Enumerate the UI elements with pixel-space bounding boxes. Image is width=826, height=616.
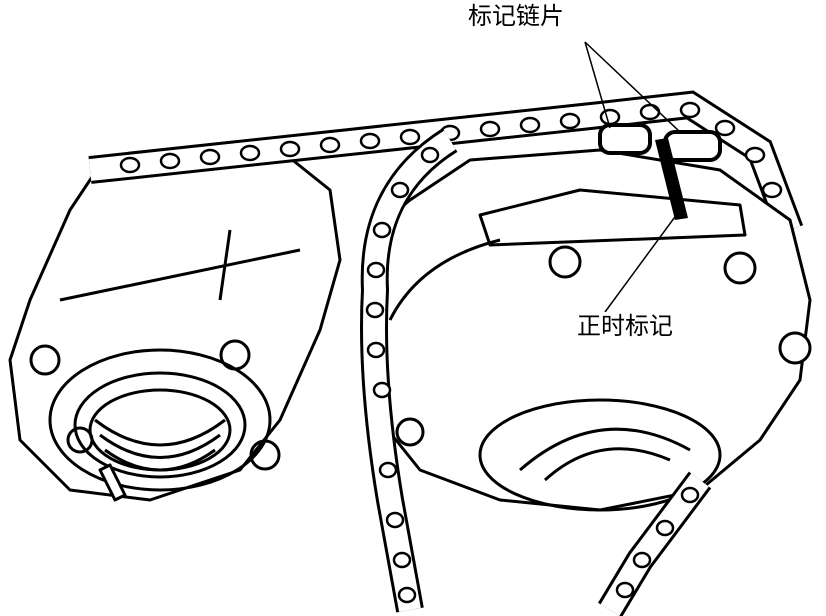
leader-lines	[584, 41, 681, 313]
timing-mark-stripe	[655, 138, 688, 220]
left-camshaft-actuator	[8, 148, 342, 502]
marked-chain-link-label: 标记链片	[466, 2, 566, 31]
lower-timing-chain	[360, 128, 712, 616]
upper-timing-chain	[88, 90, 804, 235]
timing-mark-label: 正时标记	[575, 312, 675, 341]
